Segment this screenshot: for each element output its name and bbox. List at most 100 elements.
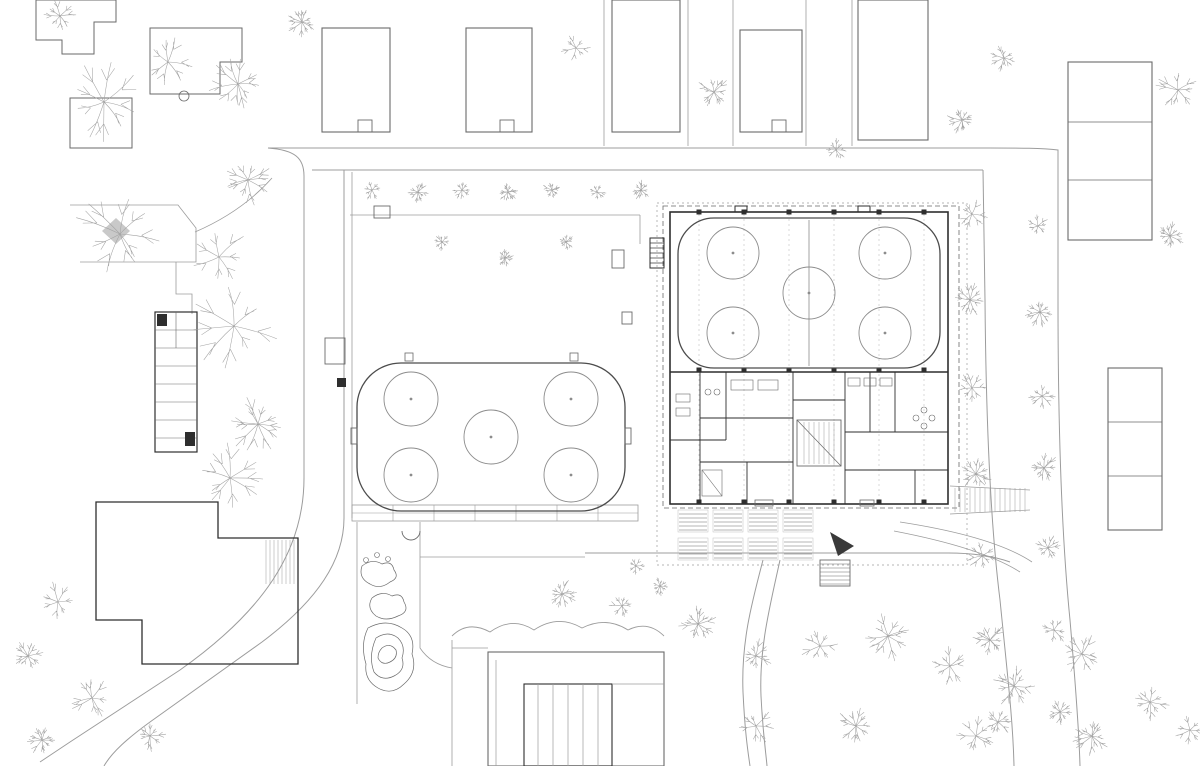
tree xyxy=(499,183,518,201)
tree xyxy=(653,577,668,597)
tree xyxy=(407,182,429,203)
tree xyxy=(959,374,988,402)
row-building xyxy=(321,27,391,133)
furniture-counter xyxy=(730,379,754,391)
tree xyxy=(990,45,1015,72)
southwest-building xyxy=(95,501,299,665)
entrance-mark xyxy=(859,499,875,507)
entrance-canopy xyxy=(734,205,748,213)
tree xyxy=(629,558,645,575)
annex-path xyxy=(175,262,193,314)
ramp-hatch xyxy=(954,488,1026,512)
park-building xyxy=(35,0,117,55)
light-post xyxy=(404,352,414,362)
stairwell-treads xyxy=(803,422,835,464)
tree xyxy=(1065,635,1098,672)
tree xyxy=(987,711,1012,733)
tree xyxy=(972,626,1004,656)
tree xyxy=(801,630,838,658)
playground-blob xyxy=(360,561,397,587)
tree xyxy=(825,138,847,159)
dark-wedge xyxy=(830,532,854,556)
tree xyxy=(738,711,774,743)
indoor-ice-rink xyxy=(677,217,941,369)
south-stairs-treads xyxy=(820,563,850,585)
tree xyxy=(956,716,994,751)
stair-hatch xyxy=(265,540,295,584)
entrance-canopy xyxy=(857,205,871,213)
column-marker xyxy=(696,209,927,505)
playground-rock xyxy=(374,552,380,558)
furniture-chair xyxy=(912,414,920,422)
playground-blob xyxy=(363,622,415,692)
furniture-cabinet xyxy=(701,469,723,497)
tree xyxy=(452,182,470,200)
walkway-south xyxy=(585,552,1011,563)
tree xyxy=(560,35,591,61)
tree xyxy=(71,679,107,717)
tree xyxy=(231,397,281,451)
rink-kiosk xyxy=(324,337,346,365)
furniture-counter xyxy=(757,379,779,391)
tree xyxy=(43,0,77,30)
tree xyxy=(151,37,193,85)
tree xyxy=(559,234,573,250)
site-boundary xyxy=(656,202,968,566)
west-stair-treads xyxy=(650,242,664,264)
playground-blob xyxy=(377,645,397,664)
steps-ticks xyxy=(392,505,599,521)
tree xyxy=(76,199,160,273)
tree xyxy=(15,642,44,669)
structural-grid xyxy=(698,214,925,502)
tree xyxy=(1175,715,1200,745)
tree xyxy=(966,542,996,568)
plaza-kiosk xyxy=(621,311,633,325)
tree xyxy=(288,9,314,38)
street-west-inner-edge xyxy=(103,170,345,766)
tree xyxy=(1028,214,1048,234)
furniture-locker xyxy=(863,377,877,387)
tree xyxy=(678,605,717,639)
tree xyxy=(993,665,1036,705)
tree xyxy=(208,58,259,109)
pool-building xyxy=(487,651,665,766)
tree xyxy=(1024,301,1053,328)
rink-gate xyxy=(350,427,358,445)
park-path xyxy=(194,177,273,233)
furniture-chair xyxy=(928,414,936,422)
annex-core xyxy=(157,314,167,326)
east-building xyxy=(1107,367,1163,531)
park-band xyxy=(70,204,197,263)
path-marker-diamond xyxy=(102,218,130,244)
furniture-locker xyxy=(847,377,861,387)
park-building xyxy=(149,27,243,95)
footpath-east-edge xyxy=(760,559,781,766)
tree xyxy=(77,62,137,142)
furniture-chair xyxy=(920,406,928,414)
tree xyxy=(551,580,577,608)
tree xyxy=(202,442,264,508)
furniture-chair xyxy=(713,388,721,396)
plaza-kiosk xyxy=(611,249,625,269)
tree xyxy=(364,181,381,200)
tree xyxy=(193,286,277,369)
tree xyxy=(43,581,73,619)
playground-rock xyxy=(363,557,369,563)
tree xyxy=(865,613,909,662)
furniture-table xyxy=(675,393,691,403)
building-appendage xyxy=(771,119,787,133)
tree xyxy=(226,165,270,206)
stairwell xyxy=(796,419,842,467)
playground-east-edge xyxy=(419,522,453,669)
tree xyxy=(543,182,560,198)
furniture-cabinet-diagonal xyxy=(701,469,723,497)
tree xyxy=(193,233,244,279)
annex-core xyxy=(185,432,195,446)
street-east-inner-edge xyxy=(982,169,1015,766)
tree xyxy=(1072,721,1108,756)
utility-box xyxy=(337,378,346,387)
tree xyxy=(499,249,514,267)
footpath-west-edge xyxy=(742,559,764,766)
